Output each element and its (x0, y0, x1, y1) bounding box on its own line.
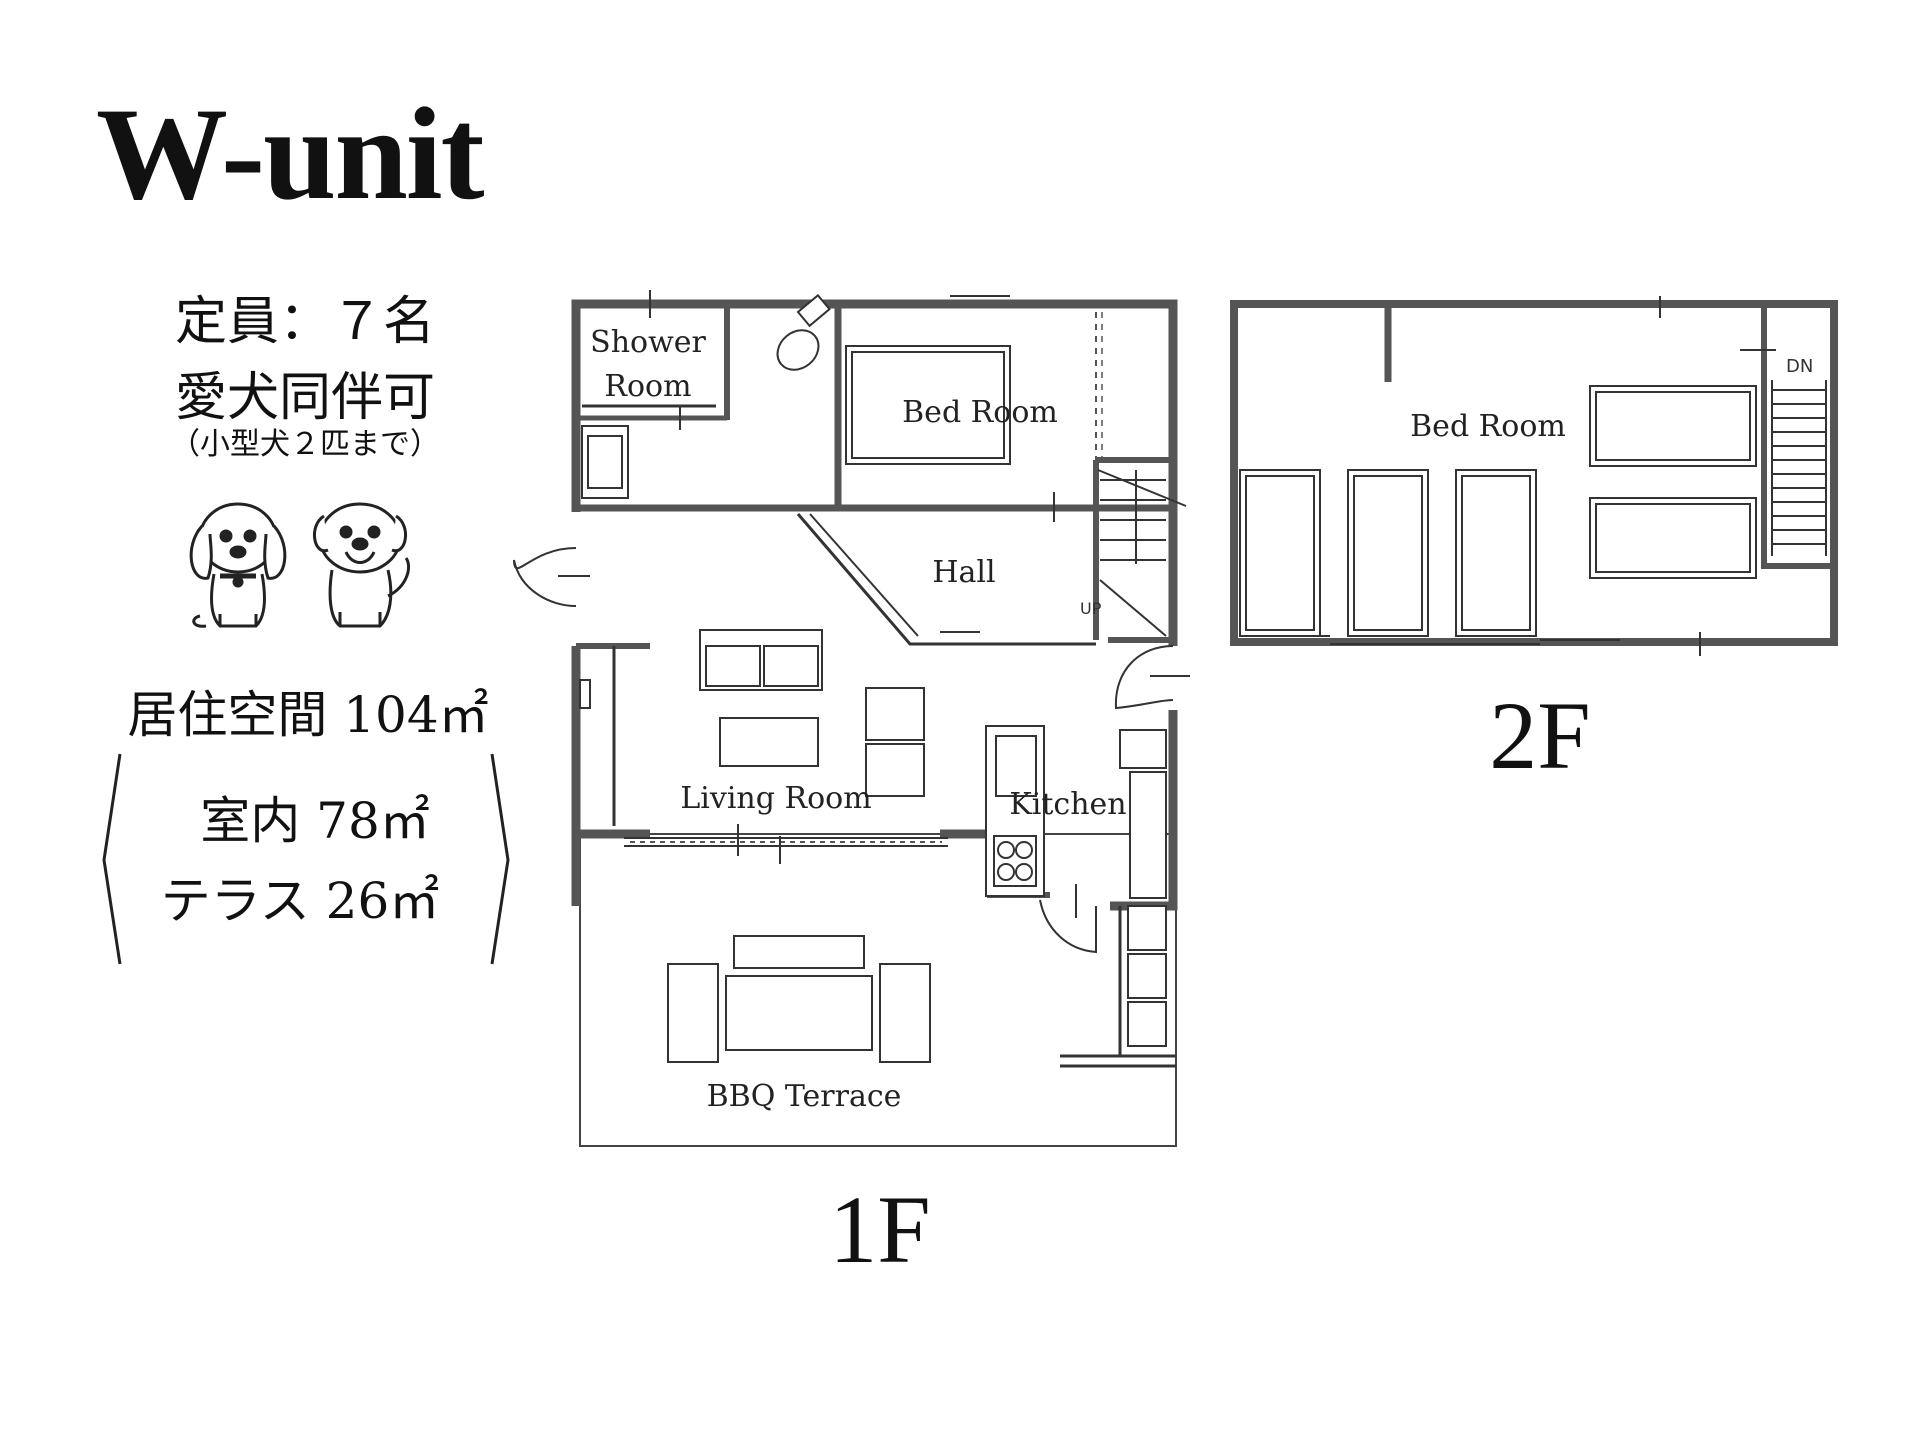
left-bracket (102, 753, 122, 965)
hall-diagonal-inner (809, 513, 919, 637)
kitchen-door (1114, 645, 1174, 710)
page-title: W-unit (96, 80, 485, 227)
terrace-bench-left (667, 963, 719, 1063)
dogs-allowed-text: 愛犬同伴可 (174, 368, 435, 428)
living-room-label: Living Room (680, 781, 871, 816)
fridge (1119, 729, 1167, 769)
sink (995, 735, 1037, 797)
capacity-text: 定員：７名 (174, 292, 435, 352)
terrace-outline (579, 833, 1177, 1147)
dog-illustration (189, 502, 411, 628)
area-brackets (102, 753, 510, 965)
stair-down-label: DN (1786, 356, 1813, 377)
hall-diagonal-wall (796, 513, 1096, 646)
terrace-area-text: テラス 26㎡ (160, 872, 440, 930)
entrance-door (513, 547, 577, 607)
armchairs (865, 687, 925, 797)
living-space-text: 居住空間 104㎡ (127, 686, 489, 744)
dog-right-icon (312, 502, 411, 628)
dogs-note-text: （小型犬２匹まで） (170, 427, 440, 462)
terrace-bench-top (733, 935, 865, 969)
beds-2f (1239, 385, 1757, 637)
floor-1-label: 1F (829, 1176, 930, 1283)
floor-2-outer-wall (1230, 300, 1838, 646)
indoor-area-text: 室内 78㎡ (200, 792, 430, 850)
washbasin (581, 425, 629, 499)
bed-1f (845, 345, 1011, 465)
bedroom-2f-label: Bed Room (1410, 409, 1566, 444)
kitchen-label: Kitchen (1009, 787, 1126, 822)
shower-room-label-2: Room (604, 369, 691, 404)
stair-1f (1097, 469, 1187, 637)
floor-2-plan: DN Bed Room 2F (1230, 296, 1838, 789)
bedroom-1f-label: Bed Room (902, 395, 1058, 430)
storage-shelves (1127, 905, 1167, 1047)
kitchen-back-door (1039, 899, 1097, 954)
toilet (776, 293, 831, 371)
dog-left-icon (189, 502, 287, 628)
floor-2-label: 2F (1489, 682, 1590, 789)
shower-room-label: Shower (590, 325, 706, 360)
wall-2f-stair (1761, 304, 1834, 569)
outer-wall-top (571, 299, 1178, 646)
terrace-bench-right (879, 963, 931, 1063)
stair-2f (1740, 349, 1827, 556)
pantry (1129, 771, 1167, 899)
hall-label: Hall (932, 555, 995, 590)
stove (993, 835, 1037, 887)
stair-up-label: UP (1080, 599, 1102, 618)
floor-1-plan: Shower Room Bed Room Hall Living Room Ki… (513, 290, 1190, 1283)
terrace-table (725, 975, 873, 1051)
bbq-terrace-label: BBQ Terrace (707, 1079, 902, 1114)
wall-stair (1093, 457, 1173, 640)
coffee-table (719, 717, 819, 767)
sofa-long (699, 629, 823, 691)
right-bracket (490, 753, 510, 965)
